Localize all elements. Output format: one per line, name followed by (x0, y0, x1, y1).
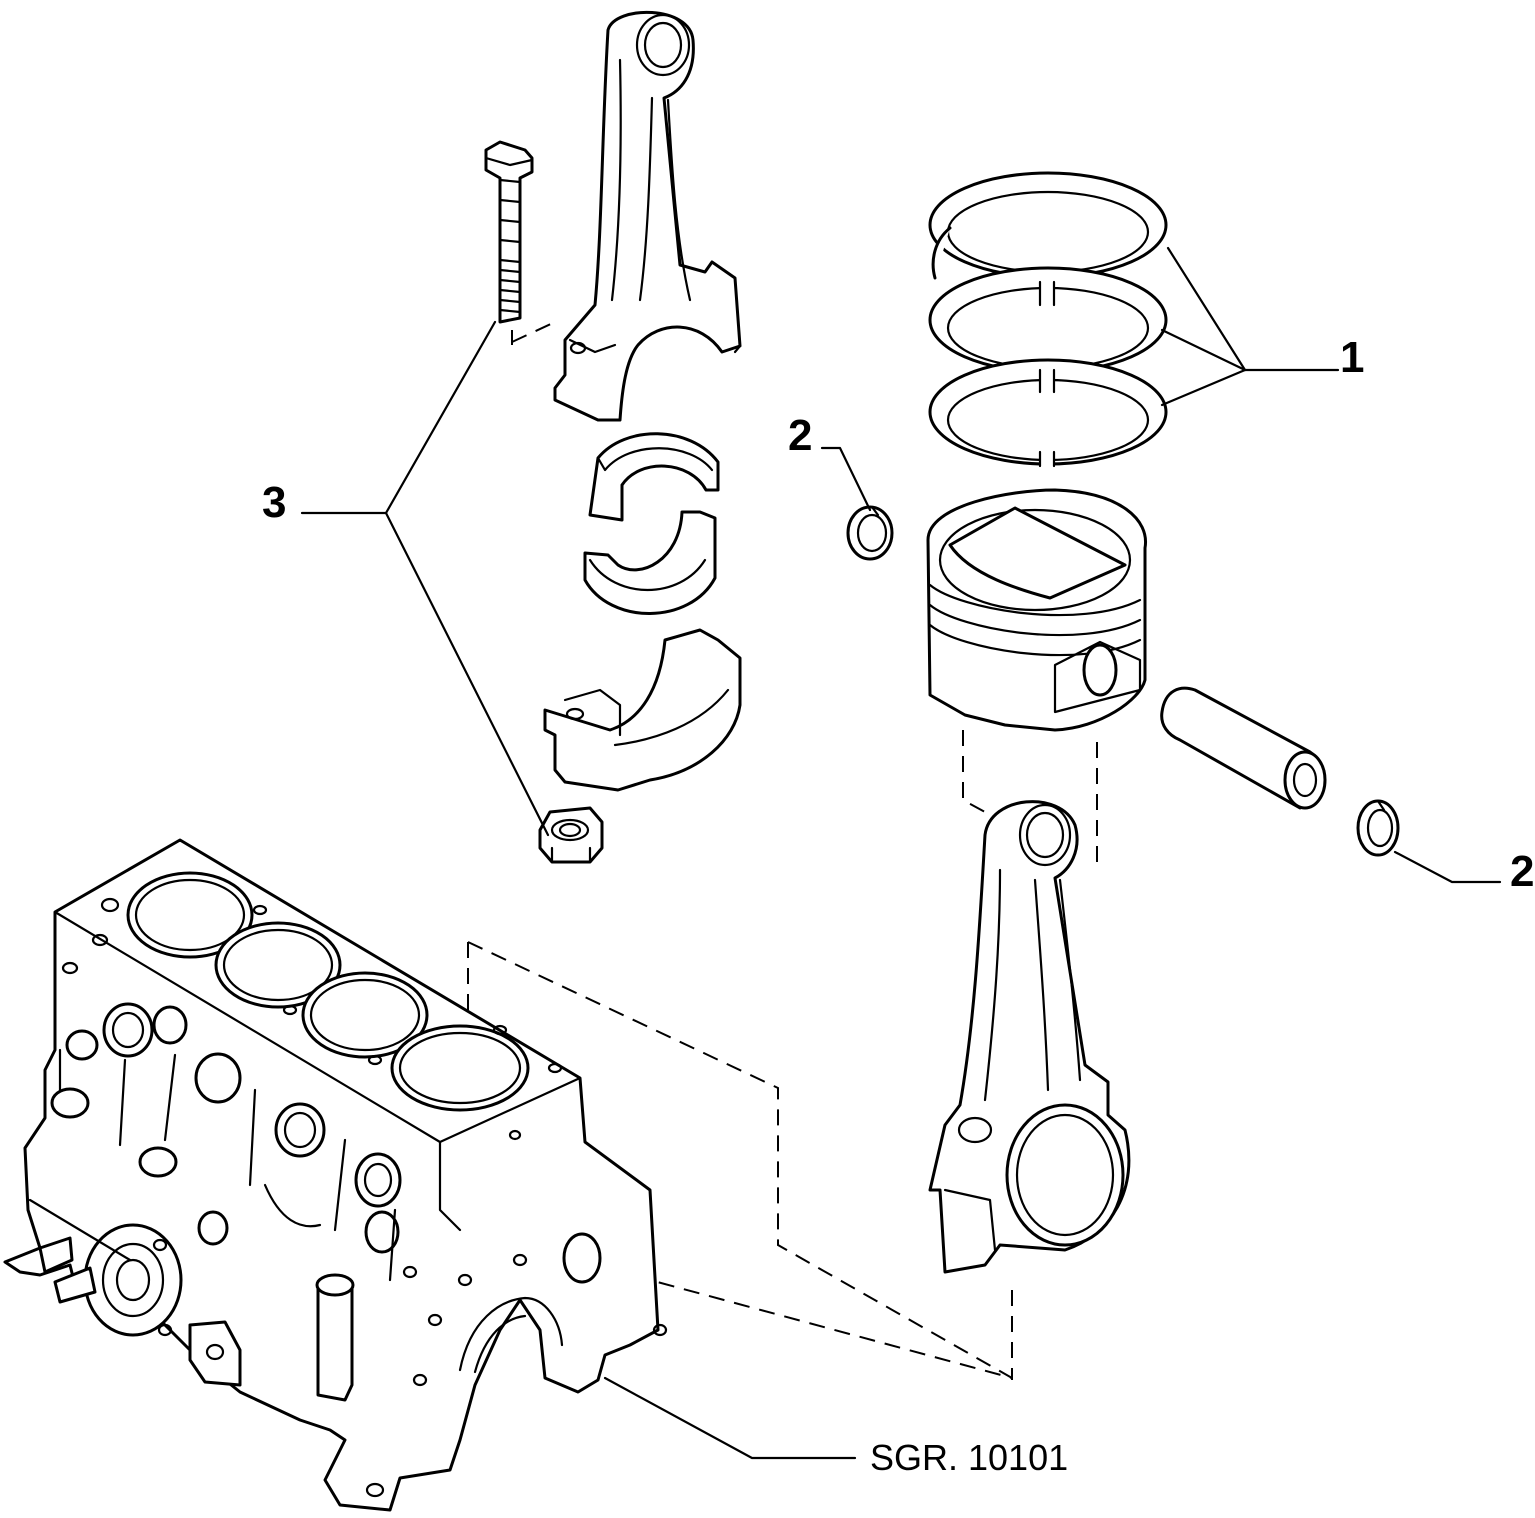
circlip-right (1356, 799, 1400, 857)
callout-2-right: 2 (1510, 847, 1534, 896)
reference-code: SGR. 10101 (870, 1437, 1068, 1478)
piston-rings (928, 171, 1168, 475)
leader-lines (300, 246, 1502, 1460)
piston (926, 488, 1148, 732)
conrod-nut (538, 806, 604, 864)
conrod-bolt (484, 140, 534, 324)
callout-3: 3 (262, 478, 286, 527)
conrod-cap (543, 628, 742, 792)
callout-2-left: 2 (788, 411, 812, 460)
circlip-left (846, 505, 894, 561)
gudgeon-pin (1160, 686, 1327, 810)
bearing-shells (583, 432, 720, 615)
callout-1: 1 (1340, 333, 1364, 382)
engine-block (3, 838, 668, 1512)
connecting-rod-lower (928, 800, 1131, 1274)
connecting-rod-upper (553, 10, 742, 422)
